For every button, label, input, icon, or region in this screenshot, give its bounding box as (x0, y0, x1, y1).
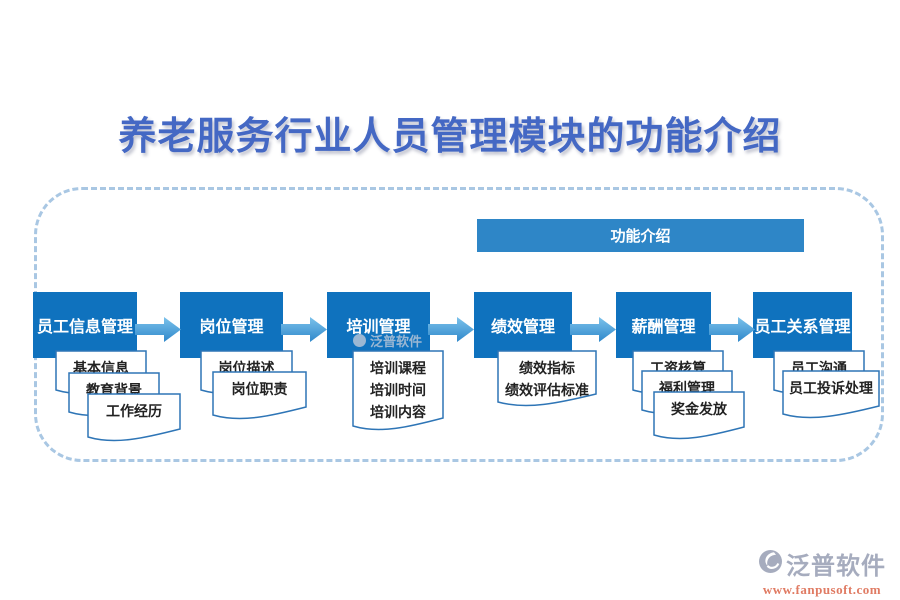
fanpu-logo-icon (758, 549, 783, 579)
note-line: 培训内容 (370, 404, 426, 420)
note-line: 培训课程 (370, 360, 426, 376)
note-card: 培训课程培训时间培训内容 (352, 350, 444, 432)
note-line: 绩效评估标准 (505, 382, 589, 398)
module-box-label: 绩效管理 (490, 319, 555, 336)
module-box-label: 员工信息管理 (36, 319, 133, 336)
module-box: 绩效管理 (474, 292, 572, 358)
note-text: 奖金发放 (653, 398, 745, 420)
module-box: 岗位管理 (180, 292, 283, 358)
module-box: 薪酬管理 (616, 292, 711, 358)
brand-url: www.fanpusoft.com (762, 582, 882, 597)
note-text: 岗位职责 (212, 378, 307, 400)
note-card: 工作经历 (87, 393, 181, 443)
brand-name: 泛普软件 (786, 553, 886, 580)
note-card: 岗位职责 (212, 371, 307, 421)
note-text: 培训课程培训时间培训内容 (352, 357, 444, 423)
note-text: 员工投诉处理 (782, 377, 880, 399)
note-line: 奖金发放 (671, 401, 727, 417)
watermark-logo-icon (353, 334, 366, 347)
module-box-label: 岗位管理 (199, 319, 264, 336)
module-box: 员工信息管理 (33, 292, 137, 358)
flow-arrow-icon (135, 316, 182, 343)
note-card: 员工投诉处理 (782, 370, 880, 420)
module-box-label: 员工关系管理 (754, 319, 851, 336)
note-line: 绩效指标 (519, 360, 575, 376)
flow-arrow-icon (281, 316, 328, 343)
module-box-label: 薪酬管理 (631, 319, 696, 336)
flow-arrow-icon (709, 316, 756, 343)
note-card: 奖金发放 (653, 391, 745, 441)
flow-arrow-icon (428, 316, 475, 343)
module-box: 培训管理 (327, 292, 430, 358)
note-line: 工作经历 (106, 403, 162, 419)
watermark: 泛普软件 (353, 331, 422, 350)
note-line: 基本信息 (73, 360, 129, 376)
note-line: 员工投诉处理 (789, 380, 873, 396)
note-card: 绩效指标绩效评估标准 (497, 350, 597, 408)
flow-arrow-icon (570, 316, 617, 343)
note-line: 岗位职责 (231, 381, 288, 397)
note-text: 工作经历 (87, 400, 181, 422)
page-title: 养老服务行业人员管理模块的功能介绍 (118, 116, 782, 158)
watermark-text: 泛普软件 (370, 334, 423, 349)
module-box: 员工关系管理 (753, 292, 852, 358)
brand-footer: 泛普软件 www.fanpusoft.com (758, 546, 886, 598)
banner-function-intro: 功能介绍 (477, 219, 804, 252)
note-line: 培训时间 (370, 382, 426, 398)
module-box-label: 培训管理 (346, 319, 411, 336)
note-text: 绩效指标绩效评估标准 (497, 357, 597, 401)
banner-label: 功能介绍 (610, 228, 671, 245)
note-text: 基本信息 (55, 357, 147, 379)
